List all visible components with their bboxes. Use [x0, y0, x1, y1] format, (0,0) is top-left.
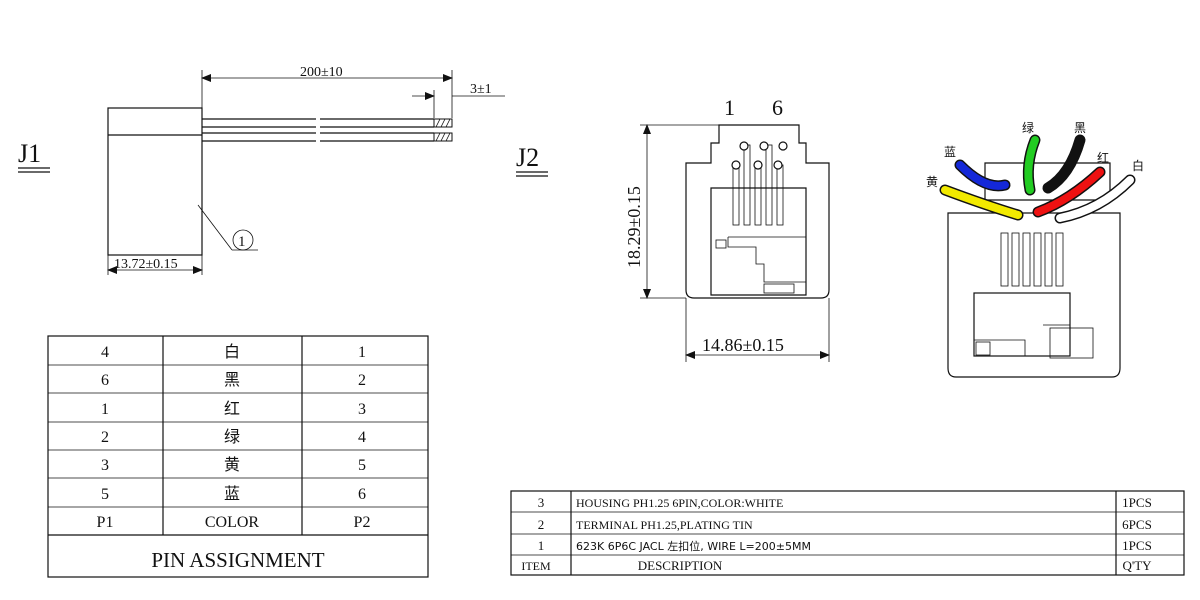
svg-text:P2: P2 [354, 514, 371, 531]
svg-text:白: 白 [224, 342, 240, 361]
table-row: 6 黑 2 [101, 370, 366, 389]
svg-text:6: 6 [358, 486, 366, 503]
svg-text:2: 2 [358, 372, 366, 389]
j1-connector-body [107, 107, 203, 256]
svg-text:5: 5 [101, 486, 109, 503]
table-row: 5 蓝 6 [101, 484, 366, 503]
table-row: 4 白 1 [101, 342, 366, 361]
svg-text:黄: 黄 [224, 455, 240, 474]
svg-text:6PCS: 6PCS [1122, 517, 1152, 532]
wire-label-yellow: 黄 [926, 175, 938, 189]
svg-text:Q'TY: Q'TY [1122, 558, 1152, 573]
svg-text:HOUSING PH1.25 6PIN,COLOR:WHIT: HOUSING PH1.25 6PIN,COLOR:WHITE [576, 496, 783, 510]
svg-text:6: 6 [101, 372, 109, 389]
table-row: 3 黄 5 [101, 455, 366, 474]
svg-text:蓝: 蓝 [224, 484, 240, 503]
strip-length-dimension: 3±1 [470, 82, 492, 97]
pin-assignment-title: PIN ASSIGNMENT [151, 548, 324, 572]
wire-yellow [939, 184, 1024, 221]
svg-text:1: 1 [358, 344, 366, 361]
j2-label: J2 [516, 143, 539, 172]
j1-view: J1 200±10 3±1 [18, 65, 505, 275]
j1-label: J1 [18, 139, 41, 168]
wire-label-green: 绿 [1022, 120, 1034, 135]
svg-text:2: 2 [538, 517, 545, 532]
wire-white [1054, 174, 1136, 224]
wire-blue [954, 159, 1011, 192]
wire-label-white: 白 [1132, 158, 1144, 173]
item-balloon [232, 229, 254, 251]
svg-text:623K 6P6C JACL 左扣位, WIRE L=200: 623K 6P6C JACL 左扣位, WIRE L=200±5MM [576, 539, 811, 553]
svg-text:COLOR: COLOR [205, 514, 260, 531]
cable-length-dimension: 200±10 [300, 65, 343, 80]
table-row: 3 HOUSING PH1.25 6PIN,COLOR:WHITE 1PCS [538, 495, 1152, 510]
wiring-view: 蓝 绿 黑 红 白 黄 [926, 120, 1144, 378]
svg-text:1: 1 [238, 234, 246, 250]
pin-1-label: 1 [724, 95, 735, 120]
svg-text:1PCS: 1PCS [1122, 495, 1152, 510]
table-header-row: P1 COLOR P2 [97, 514, 371, 531]
table-row: 1 623K 6P6C JACL 左扣位, WIRE L=200±5MM 1PC… [538, 538, 1152, 553]
svg-text:5: 5 [358, 457, 366, 474]
wire-green [1022, 134, 1041, 196]
svg-text:P1: P1 [97, 514, 114, 531]
wire-red [1032, 166, 1106, 218]
j2-height-dimension: 18.29±0.15 [624, 186, 644, 268]
svg-text:1: 1 [538, 538, 545, 553]
wire-label-blue: 蓝 [944, 145, 956, 159]
svg-text:TERMINAL PH1.25,PLATING TIN: TERMINAL PH1.25,PLATING TIN [576, 518, 753, 532]
table-row: 2 绿 4 [101, 427, 366, 446]
svg-text:1PCS: 1PCS [1122, 538, 1152, 553]
table-row: 2 TERMINAL PH1.25,PLATING TIN 6PCS [538, 517, 1152, 532]
wiring-contacts [1000, 232, 1064, 287]
j1-cable [202, 118, 453, 142]
wire-black [1042, 134, 1086, 194]
j2-contacts [731, 141, 788, 226]
svg-text:3: 3 [538, 495, 545, 510]
svg-text:DESCRIPTION: DESCRIPTION [638, 558, 723, 573]
svg-text:3: 3 [358, 401, 366, 418]
svg-text:绿: 绿 [224, 427, 240, 446]
j2-housing [685, 124, 830, 299]
wiring-housing [947, 212, 1121, 378]
wire-label-black: 黑 [1074, 121, 1086, 135]
wire-label-red: 红 [1097, 150, 1109, 165]
svg-text:1: 1 [101, 401, 109, 418]
svg-text:4: 4 [358, 429, 366, 446]
svg-text:红: 红 [224, 399, 240, 418]
table-row: 1 红 3 [101, 399, 366, 418]
j1-width-dimension: 13.72±0.15 [114, 257, 178, 272]
svg-text:2: 2 [101, 429, 109, 446]
svg-text:ITEM: ITEM [521, 559, 551, 573]
pin-6-label: 6 [772, 95, 783, 120]
j2-view: J2 1 6 18.29±0.15 [516, 95, 830, 362]
bom-table: 3 HOUSING PH1.25 6PIN,COLOR:WHITE 1PCS 2… [510, 490, 1185, 576]
svg-text:4: 4 [101, 344, 109, 361]
svg-text:黑: 黑 [224, 370, 240, 389]
j2-width-dimension: 14.86±0.15 [702, 335, 784, 355]
svg-text:3: 3 [101, 457, 109, 474]
table-header-row: ITEM DESCRIPTION Q'TY [521, 558, 1152, 573]
pin-assignment-table: 4 白 1 6 黑 2 1 红 3 2 绿 4 3 黄 5 5 蓝 6 [47, 335, 429, 578]
